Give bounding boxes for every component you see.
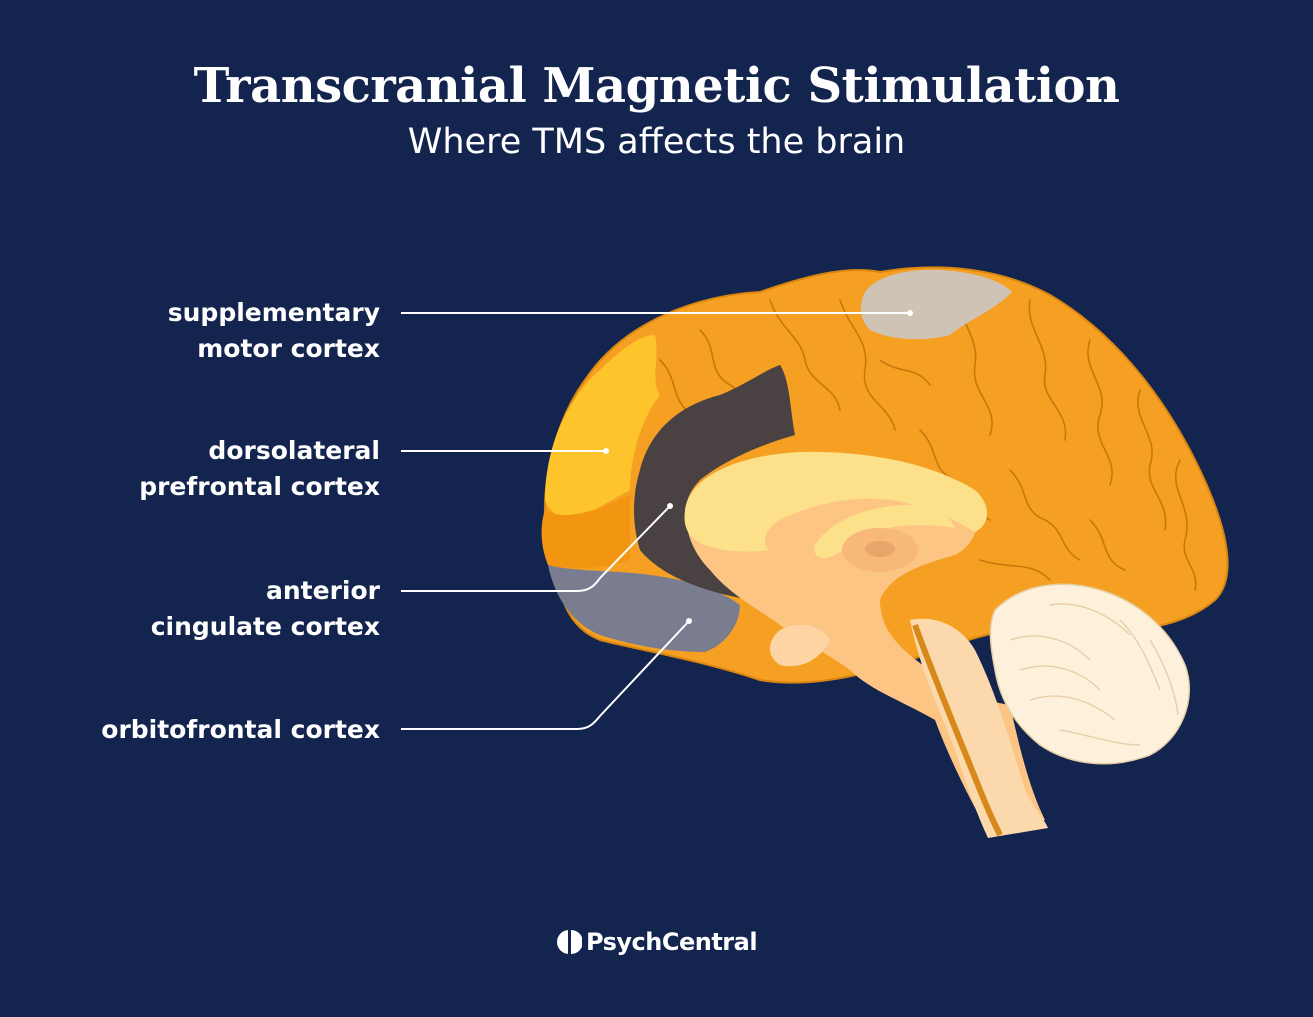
leader-lines: [401, 312, 910, 730]
label-line: prefrontal cortex: [139, 472, 380, 501]
label-line: cingulate cortex: [150, 612, 380, 641]
psychcentral-logo-icon: [556, 929, 582, 955]
label-line: supplementary: [167, 298, 380, 327]
supplementary-motor-cortex-region: [860, 269, 1012, 340]
label-supplementary-motor-cortex: supplementary motor cortex: [40, 295, 380, 367]
page-subtitle: Where TMS affects the brain: [407, 122, 906, 162]
cerebellum-folds: [1009, 603, 1179, 746]
hypothalamus: [769, 624, 830, 667]
leader-line-acc: [401, 505, 671, 592]
dorsolateral-prefrontal-cortex-region: [545, 335, 660, 520]
anterior-cingulate-cortex-region: [634, 365, 795, 598]
leader-line-ofc: [401, 620, 690, 730]
brainstem-line: [912, 623, 1003, 837]
orbitofrontal-cortex-region: [548, 565, 740, 652]
label-line: anterior: [266, 576, 380, 605]
label-anterior-cingulate-cortex: anterior cingulate cortex: [40, 573, 380, 645]
thalamus-center: [865, 541, 895, 557]
brainstem: [910, 618, 1048, 838]
brand-logo: PsychCentral: [0, 928, 1313, 959]
label-dorsolateral-prefrontal-cortex: dorsolateral prefrontal cortex: [40, 433, 380, 505]
frontal-lower-cortex: [541, 495, 630, 569]
corpus-callosum: [684, 451, 988, 552]
leader-dots: [603, 310, 913, 624]
label-orbitofrontal-cortex: orbitofrontal cortex: [40, 712, 380, 748]
label-line: dorsolateral: [208, 436, 380, 465]
cerebellum: [989, 583, 1190, 765]
brand-name: PsychCentral: [585, 928, 758, 956]
label-line: orbitofrontal cortex: [101, 715, 380, 744]
label-line: motor cortex: [197, 334, 380, 363]
page-title: Transcranial Magnetic Stimulation: [193, 58, 1120, 114]
